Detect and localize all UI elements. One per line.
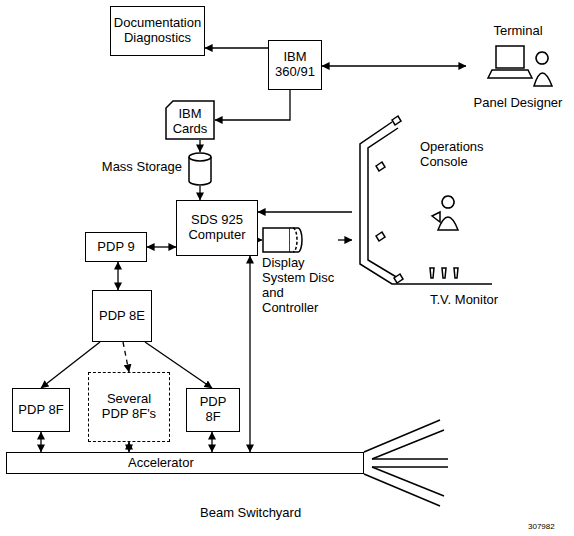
fork-line bbox=[372, 466, 448, 468]
fork-line bbox=[372, 430, 444, 459]
node-label: Mass Storage bbox=[102, 160, 182, 175]
tv-monitor bbox=[442, 268, 446, 278]
accelerator-band: Accelerator bbox=[6, 452, 364, 474]
figure-number: 307982 bbox=[528, 522, 555, 531]
terminal-screen bbox=[496, 46, 524, 68]
connector bbox=[211, 432, 212, 452]
tv-monitor bbox=[454, 268, 458, 278]
designer-body bbox=[534, 73, 552, 86]
computer-box: PDP 8F bbox=[186, 388, 240, 432]
node-label: SDS 925 Computer bbox=[182, 213, 252, 243]
switchyard-fork bbox=[364, 420, 448, 506]
node-label: Panel Designer bbox=[466, 96, 570, 111]
connector bbox=[199, 186, 200, 200]
node-label: Operations Console bbox=[420, 140, 500, 170]
card-deck: IBM Cards bbox=[165, 100, 215, 140]
annotation-label: T.V. Monitor bbox=[430, 292, 498, 307]
cylinder-top bbox=[189, 153, 211, 161]
node-label: Several PDP 8F's bbox=[94, 392, 164, 422]
console-chair bbox=[376, 232, 385, 241]
connector bbox=[40, 432, 41, 452]
operator-body bbox=[438, 217, 458, 230]
node-outline bbox=[188, 152, 212, 186]
outline-group bbox=[189, 153, 211, 185]
display-disc: Display System Disc and Controller bbox=[262, 222, 338, 304]
connector bbox=[128, 442, 129, 452]
outline-group bbox=[166, 101, 214, 139]
disc-drum bbox=[290, 228, 302, 252]
console-chair bbox=[392, 116, 401, 125]
node-label: IBM 360/91 bbox=[274, 50, 316, 80]
documentation-box: Documentation Diagnostics bbox=[110, 6, 205, 56]
computer-box: PDP 8F bbox=[12, 388, 70, 432]
connector bbox=[123, 342, 129, 372]
node-label: Terminal bbox=[466, 24, 570, 39]
node-label: PDP 9 bbox=[97, 240, 134, 255]
fork-line bbox=[372, 458, 448, 460]
storage-cylinder: Mass Storage bbox=[188, 152, 212, 186]
node-label: Display System Disc and Controller bbox=[262, 256, 338, 316]
connector bbox=[258, 211, 352, 212]
connector bbox=[117, 262, 118, 290]
fork-line bbox=[364, 474, 440, 506]
connector bbox=[322, 65, 466, 66]
computer-box: PDP 9 bbox=[85, 232, 147, 262]
connector bbox=[249, 256, 250, 452]
computer-group-box: Several PDP 8F's bbox=[88, 372, 170, 442]
terminal-keyboard bbox=[488, 70, 532, 78]
disc-controller bbox=[263, 228, 290, 252]
outline-group bbox=[488, 46, 552, 86]
computer-box: PDP 8E bbox=[92, 290, 152, 342]
console-chair bbox=[394, 274, 403, 283]
connector bbox=[258, 239, 262, 240]
node-label: Documentation Diagnostics bbox=[114, 16, 201, 46]
computer-box: IBM 360/91 bbox=[268, 40, 322, 90]
node-label: Accelerator bbox=[12, 456, 358, 469]
operations-console: Operations Console bbox=[352, 118, 502, 288]
console-chair bbox=[376, 162, 385, 171]
connector bbox=[205, 47, 268, 48]
connector bbox=[199, 140, 200, 152]
node-label: IBM Cards bbox=[165, 103, 215, 137]
node-label: PDP 8F bbox=[192, 395, 234, 425]
connector bbox=[147, 246, 176, 247]
terminal-station: TerminalPanel Designer bbox=[466, 20, 570, 116]
operator-head bbox=[442, 196, 454, 208]
node-label: PDP 8E bbox=[99, 309, 145, 324]
designer-head bbox=[536, 52, 548, 64]
annotation-label: Beam Switchyard bbox=[200, 505, 301, 520]
console-inner bbox=[368, 128, 398, 278]
tv-monitor bbox=[430, 268, 434, 278]
connector bbox=[338, 239, 352, 240]
operator-desk bbox=[432, 212, 440, 222]
disc-ring bbox=[293, 228, 297, 252]
computer-box: SDS 925 Computer bbox=[176, 200, 258, 256]
connector bbox=[215, 90, 290, 120]
outline-group bbox=[263, 228, 302, 252]
card-outline bbox=[166, 101, 214, 139]
node-label: PDP 8F bbox=[18, 403, 63, 418]
